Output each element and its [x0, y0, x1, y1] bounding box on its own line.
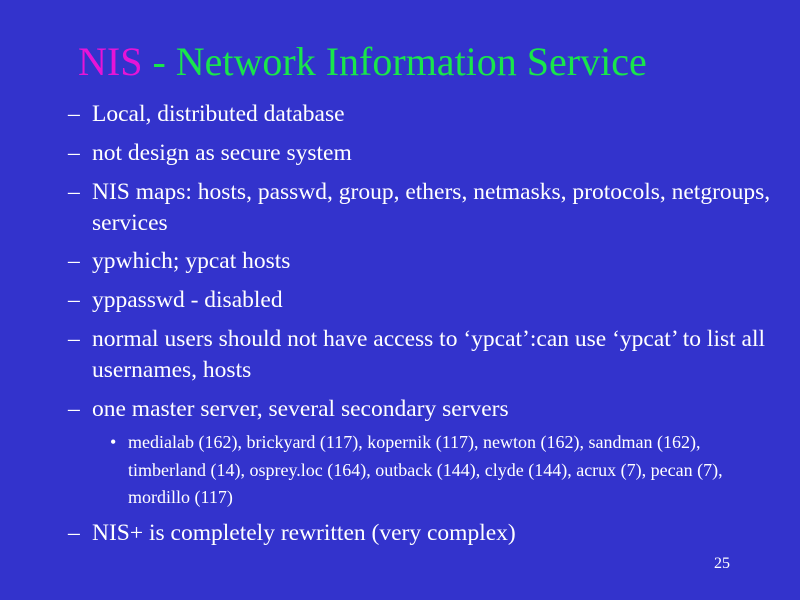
bullet-dash: – [68, 520, 80, 546]
bullet-dash: – [68, 287, 80, 313]
bullet-dash: – [68, 396, 80, 422]
bullet-text: normal users should not have access to ‘… [92, 326, 766, 383]
bullet-text: Local, distributed database [92, 101, 345, 127]
bullet-dash: – [68, 101, 80, 127]
slide-title: NIS - Network Information Service [78, 36, 778, 88]
bullet-dash: – [68, 179, 80, 205]
title-acronym: NIS [78, 39, 143, 84]
bullet-text: NIS maps: hosts, passwd, group, ethers, … [92, 179, 771, 236]
bullet-dot: • [110, 432, 117, 452]
bullet-text: ypwhich; ypcat hosts [92, 248, 291, 274]
page-number: 25 [714, 555, 730, 572]
bullet-text: one master server, several secondary ser… [92, 396, 509, 422]
bullet-text: yppasswd - disabled [92, 287, 283, 313]
bullet-text: NIS+ is completely rewritten (very compl… [92, 520, 516, 546]
title-text: - Network Information Service [142, 39, 647, 84]
bullet-dash: – [68, 140, 80, 166]
bullet-dash: – [68, 326, 80, 352]
sub-bullet-text: medialab (162), brickyard (117), koperni… [128, 432, 723, 507]
bullet-dash: – [68, 248, 80, 274]
bullet-text: not design as secure system [92, 140, 352, 166]
